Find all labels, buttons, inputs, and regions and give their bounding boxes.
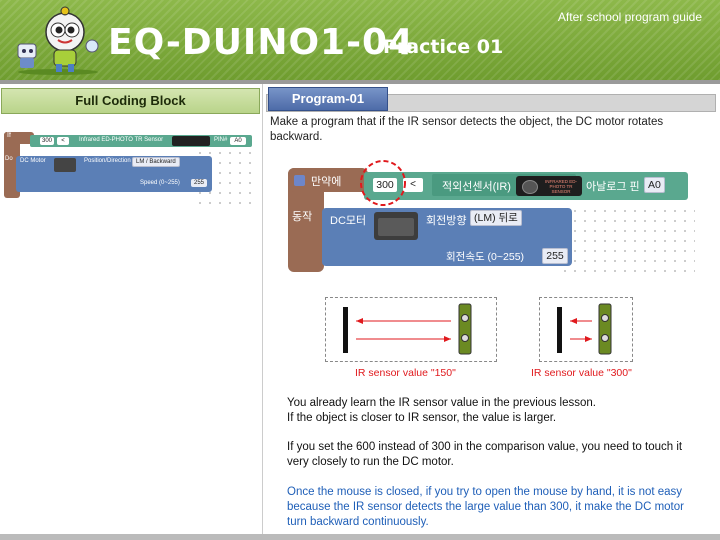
operator-select[interactable]: < [57,137,69,145]
full-coding-block-heading: Full Coding Block [1,88,260,114]
do-label: 동작 [292,211,313,223]
mini-code-block[interactable]: If Do 300 < Infrared ED-PHOTO TR Sensor … [0,126,262,208]
paragraph-3: If you set the 600 instead of 300 in the… [287,441,683,468]
sensor-label: Infrared ED-PHOTO TR Sensor [79,137,164,143]
compare-value[interactable]: 300 [373,178,397,192]
caption-far: IR sensor value "150" [355,367,456,379]
paragraph-1: You already learn the IR sensor value in… [287,397,596,409]
illustration-far [325,297,497,362]
header-banner: EQ-DUINO1-04 Practice 01 After school pr… [0,0,720,84]
compare-value[interactable]: 300 [40,137,54,145]
ir-sensor-icon [172,136,210,146]
ir-distance-far-icon [343,303,472,355]
speed-value[interactable]: 255 [191,179,207,187]
paragraph-4: Once the mouse is closed, if you try to … [287,486,684,528]
speed-label: Speed (0~255) [140,180,180,186]
direction-label: 회전방향 [426,215,467,227]
highlight-circle [360,160,406,206]
ir-sensor-icon: INFRARED ED-PHOTO TR SENSOR [516,176,582,196]
dc-motor-icon [374,212,418,240]
dc-motor-icon [54,158,76,172]
pin-select[interactable]: A0 [644,177,665,193]
gear-icon[interactable] [294,175,305,186]
speed-label: 회전속도 (0~255) [446,251,525,263]
program-description: Make a program that if the IR sensor det… [270,116,664,143]
ir-distance-near-icon [557,303,612,355]
sensor-label: 적외선센서(IR) [442,181,511,193]
dc-motor-block[interactable] [322,208,572,266]
robot-mascot-icon [17,6,99,75]
speed-value[interactable]: 255 [542,248,568,264]
if-label: If [7,132,11,139]
direction-select[interactable]: LM / Backward [132,157,180,167]
if-label: 만약에 [311,176,342,188]
illustration-near [539,297,633,362]
direction-label: Position/Direction [84,158,131,164]
pin-label: 아날로그 핀 [586,181,640,193]
caption-near: IR sensor value "300" [531,367,632,379]
motor-label: DC Motor [20,158,46,164]
pin-label: PIN# [214,137,228,143]
guide-label: After school program guide [557,10,702,24]
direction-select[interactable]: (LM) 뒤로 [470,210,522,226]
motor-label: DC모터 [330,215,367,227]
do-label: Do [5,156,13,162]
operator-select[interactable]: < [403,178,423,192]
page-subtitle: Practice 01 [383,36,504,58]
page-title: EQ-DUINO1-04 [108,22,415,63]
workspace-grid [560,206,695,272]
paragraph-2: If the object is closer to IR sensor, th… [287,412,557,424]
tab-program-01[interactable]: Program-01 [268,87,388,111]
pin-select[interactable]: A0 [230,137,246,145]
footer-bar [0,534,720,540]
panel-divider [262,84,263,534]
